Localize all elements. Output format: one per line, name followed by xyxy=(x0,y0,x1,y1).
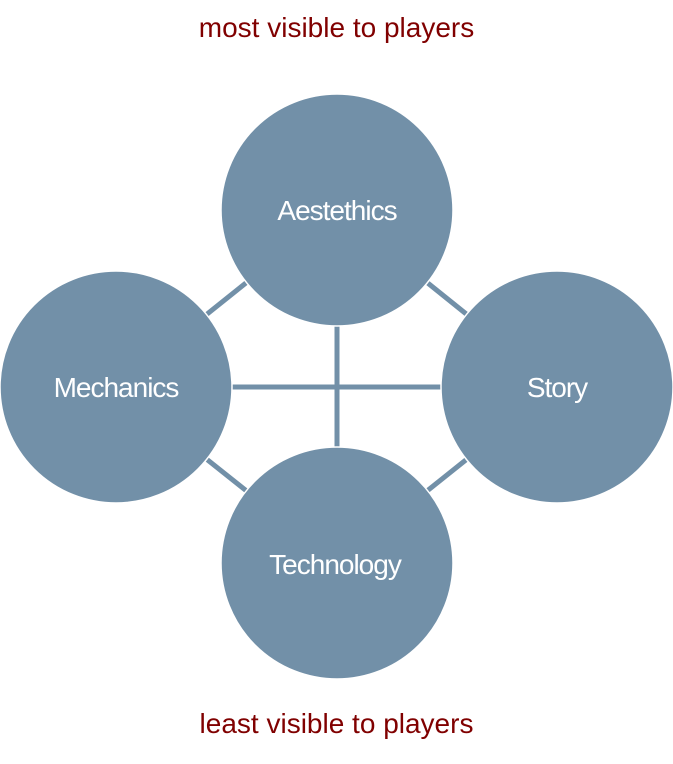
top-caption: most visible to players xyxy=(198,12,475,43)
label-aesthetics: Aestethics xyxy=(277,195,396,226)
node-story xyxy=(440,270,673,504)
node-aesthetics xyxy=(220,93,454,327)
bottom-caption: least visible to players xyxy=(199,708,474,739)
node-mechanics xyxy=(0,270,233,504)
label-technology: Technology xyxy=(269,549,402,580)
label-story: Story xyxy=(527,372,588,403)
node-technology xyxy=(220,446,454,680)
label-mechanics: Mechanics xyxy=(54,372,179,403)
